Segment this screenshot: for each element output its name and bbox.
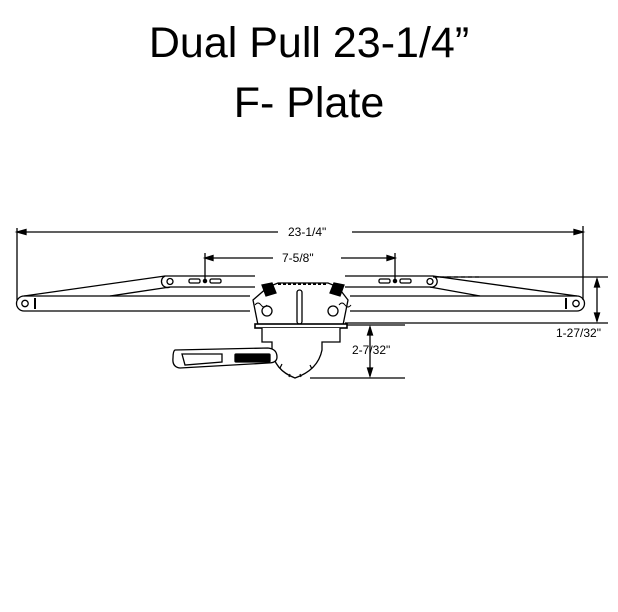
operator-depth-label: 2-7/32" xyxy=(352,343,390,357)
overall-length-label: 23-1/4" xyxy=(288,225,326,239)
crank-handle xyxy=(172,347,278,369)
overall-length-dimension xyxy=(14,226,586,300)
arm-height-label: 1-27/32" xyxy=(556,326,601,340)
diagram-title-line-1: Dual Pull 23-1/4” xyxy=(148,19,470,67)
operator-housing xyxy=(252,282,352,379)
operator-depth-dimension xyxy=(310,324,405,379)
arm-spacing-label: 7-5/8" xyxy=(282,251,314,265)
arm-height-dimension xyxy=(345,276,608,324)
right-main-arm xyxy=(345,275,586,312)
diagram-title-line-2: F- Plate xyxy=(233,79,385,127)
left-main-arm xyxy=(15,275,255,312)
